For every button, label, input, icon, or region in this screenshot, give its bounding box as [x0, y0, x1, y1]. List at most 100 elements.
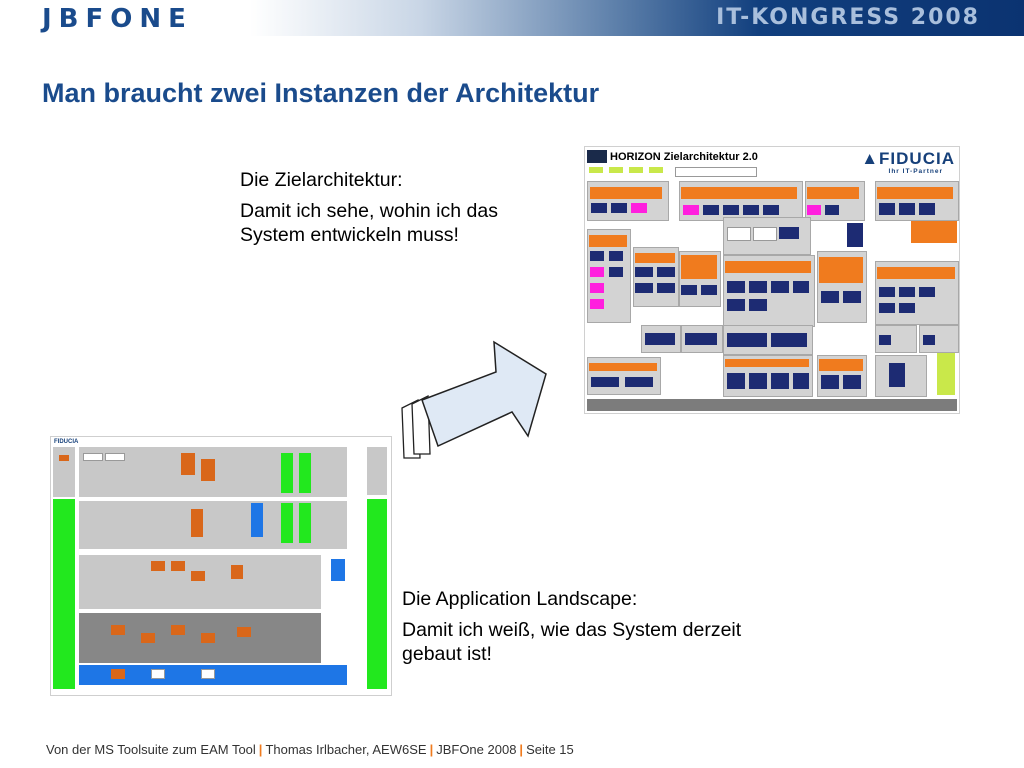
landscape-block	[151, 669, 165, 679]
arch-block	[879, 335, 891, 345]
landscape-block	[53, 447, 75, 497]
arch-block	[847, 223, 863, 247]
arch-block	[681, 285, 697, 295]
arch-block	[703, 205, 719, 215]
arch-block	[749, 299, 767, 311]
fiducia-tagline: Ihr IT-Partner	[888, 168, 943, 175]
arch-block	[779, 227, 799, 239]
landscape-block	[151, 561, 165, 571]
arch-block	[919, 203, 935, 215]
arch-block	[727, 227, 751, 241]
arch-block	[793, 281, 809, 293]
arch-block	[591, 203, 607, 213]
arch-block	[743, 205, 759, 215]
event-title: IT-KONGRESS 2008	[716, 5, 980, 30]
landscape-block	[181, 453, 195, 475]
arch-block	[749, 373, 767, 389]
arch-block	[911, 221, 957, 243]
arch-block	[877, 187, 953, 199]
arch-block	[899, 203, 915, 215]
arch-block	[590, 251, 604, 261]
arch-block	[609, 167, 623, 173]
landscape-block	[231, 565, 243, 579]
arch-block	[879, 287, 895, 297]
arch-block	[701, 285, 717, 295]
footer-event: JBFOne 2008	[436, 742, 517, 757]
arch-block	[609, 267, 623, 277]
arch-block	[807, 187, 859, 199]
landscape-block	[83, 453, 103, 461]
landscape-block	[281, 503, 293, 543]
arch-block	[629, 167, 643, 173]
arch-block	[727, 299, 745, 311]
application-landscape-image: FIDUCIA	[50, 436, 392, 696]
fiducia-brand: FIDUCIA	[879, 149, 955, 168]
landscape-row	[79, 613, 321, 663]
landscape-block	[53, 499, 75, 689]
arch-block	[753, 227, 777, 241]
arch-block	[657, 283, 675, 293]
landscape-block	[111, 669, 125, 679]
arch-block	[819, 359, 863, 371]
target-body: Damit ich sehe, wohin ich das System ent…	[240, 200, 498, 246]
landscape-block	[367, 499, 387, 689]
landscape-block	[201, 669, 215, 679]
footer-separator: |	[429, 742, 434, 757]
arch-block	[589, 363, 657, 371]
landscape-block	[171, 561, 185, 571]
arch-block	[611, 203, 627, 213]
footer-separator: |	[258, 742, 263, 757]
arch-block	[889, 363, 905, 387]
landscape-block	[251, 503, 263, 537]
footer-separator: |	[519, 742, 524, 757]
arch-block	[589, 167, 603, 173]
arch-block	[685, 333, 717, 345]
arch-block	[821, 375, 839, 389]
landscape-block	[59, 455, 69, 461]
arch-block	[899, 303, 915, 313]
arch-block	[635, 283, 653, 293]
arch-block	[807, 205, 821, 215]
arch-block	[819, 257, 863, 283]
horizon-logo-icon	[587, 150, 607, 163]
arch-block	[919, 287, 935, 297]
arch-block	[657, 267, 675, 277]
arch-block	[793, 373, 809, 389]
arch-block	[727, 281, 745, 293]
landscape-block	[201, 459, 215, 481]
arch-block	[675, 167, 757, 177]
landscape-block	[105, 453, 125, 461]
platform-bar	[587, 399, 957, 411]
arch-block	[635, 267, 653, 277]
arch-block	[590, 267, 604, 277]
landscape-block	[331, 559, 345, 581]
arch-block	[843, 375, 861, 389]
arch-block	[725, 359, 809, 367]
arch-block	[683, 205, 699, 215]
arch-block	[589, 235, 627, 247]
arch-block	[825, 205, 839, 215]
arch-block	[635, 253, 675, 263]
landscape-block	[171, 625, 185, 635]
arch-block	[821, 291, 839, 303]
fiducia-logo: ▲FIDUCIA	[861, 149, 955, 168]
arch-block	[727, 373, 745, 389]
arch-block	[877, 267, 955, 279]
landscape-block	[111, 625, 125, 635]
landscape-block	[191, 571, 205, 581]
landscape-block	[191, 509, 203, 537]
footer-speaker: Thomas Irlbacher, AEW6SE	[265, 742, 427, 757]
arch-block	[763, 205, 779, 215]
landscape-block	[299, 503, 311, 543]
arrow-icon	[401, 340, 547, 459]
arch-block	[843, 291, 861, 303]
footer: Von der MS Toolsuite zum EAM Tool|Thomas…	[46, 742, 574, 757]
landscape-block	[299, 453, 311, 493]
arch-block	[681, 255, 717, 279]
landscape-block	[201, 633, 215, 643]
footer-page-number: Seite 15	[526, 742, 574, 757]
arch-block	[645, 333, 675, 345]
slide-title: Man braucht zwei Instanzen der Architekt…	[42, 78, 600, 108]
arch-block	[937, 353, 955, 395]
target-image-header: HORIZON Zielarchitektur 2.0 ▲FIDUCIA Ihr…	[585, 147, 959, 177]
